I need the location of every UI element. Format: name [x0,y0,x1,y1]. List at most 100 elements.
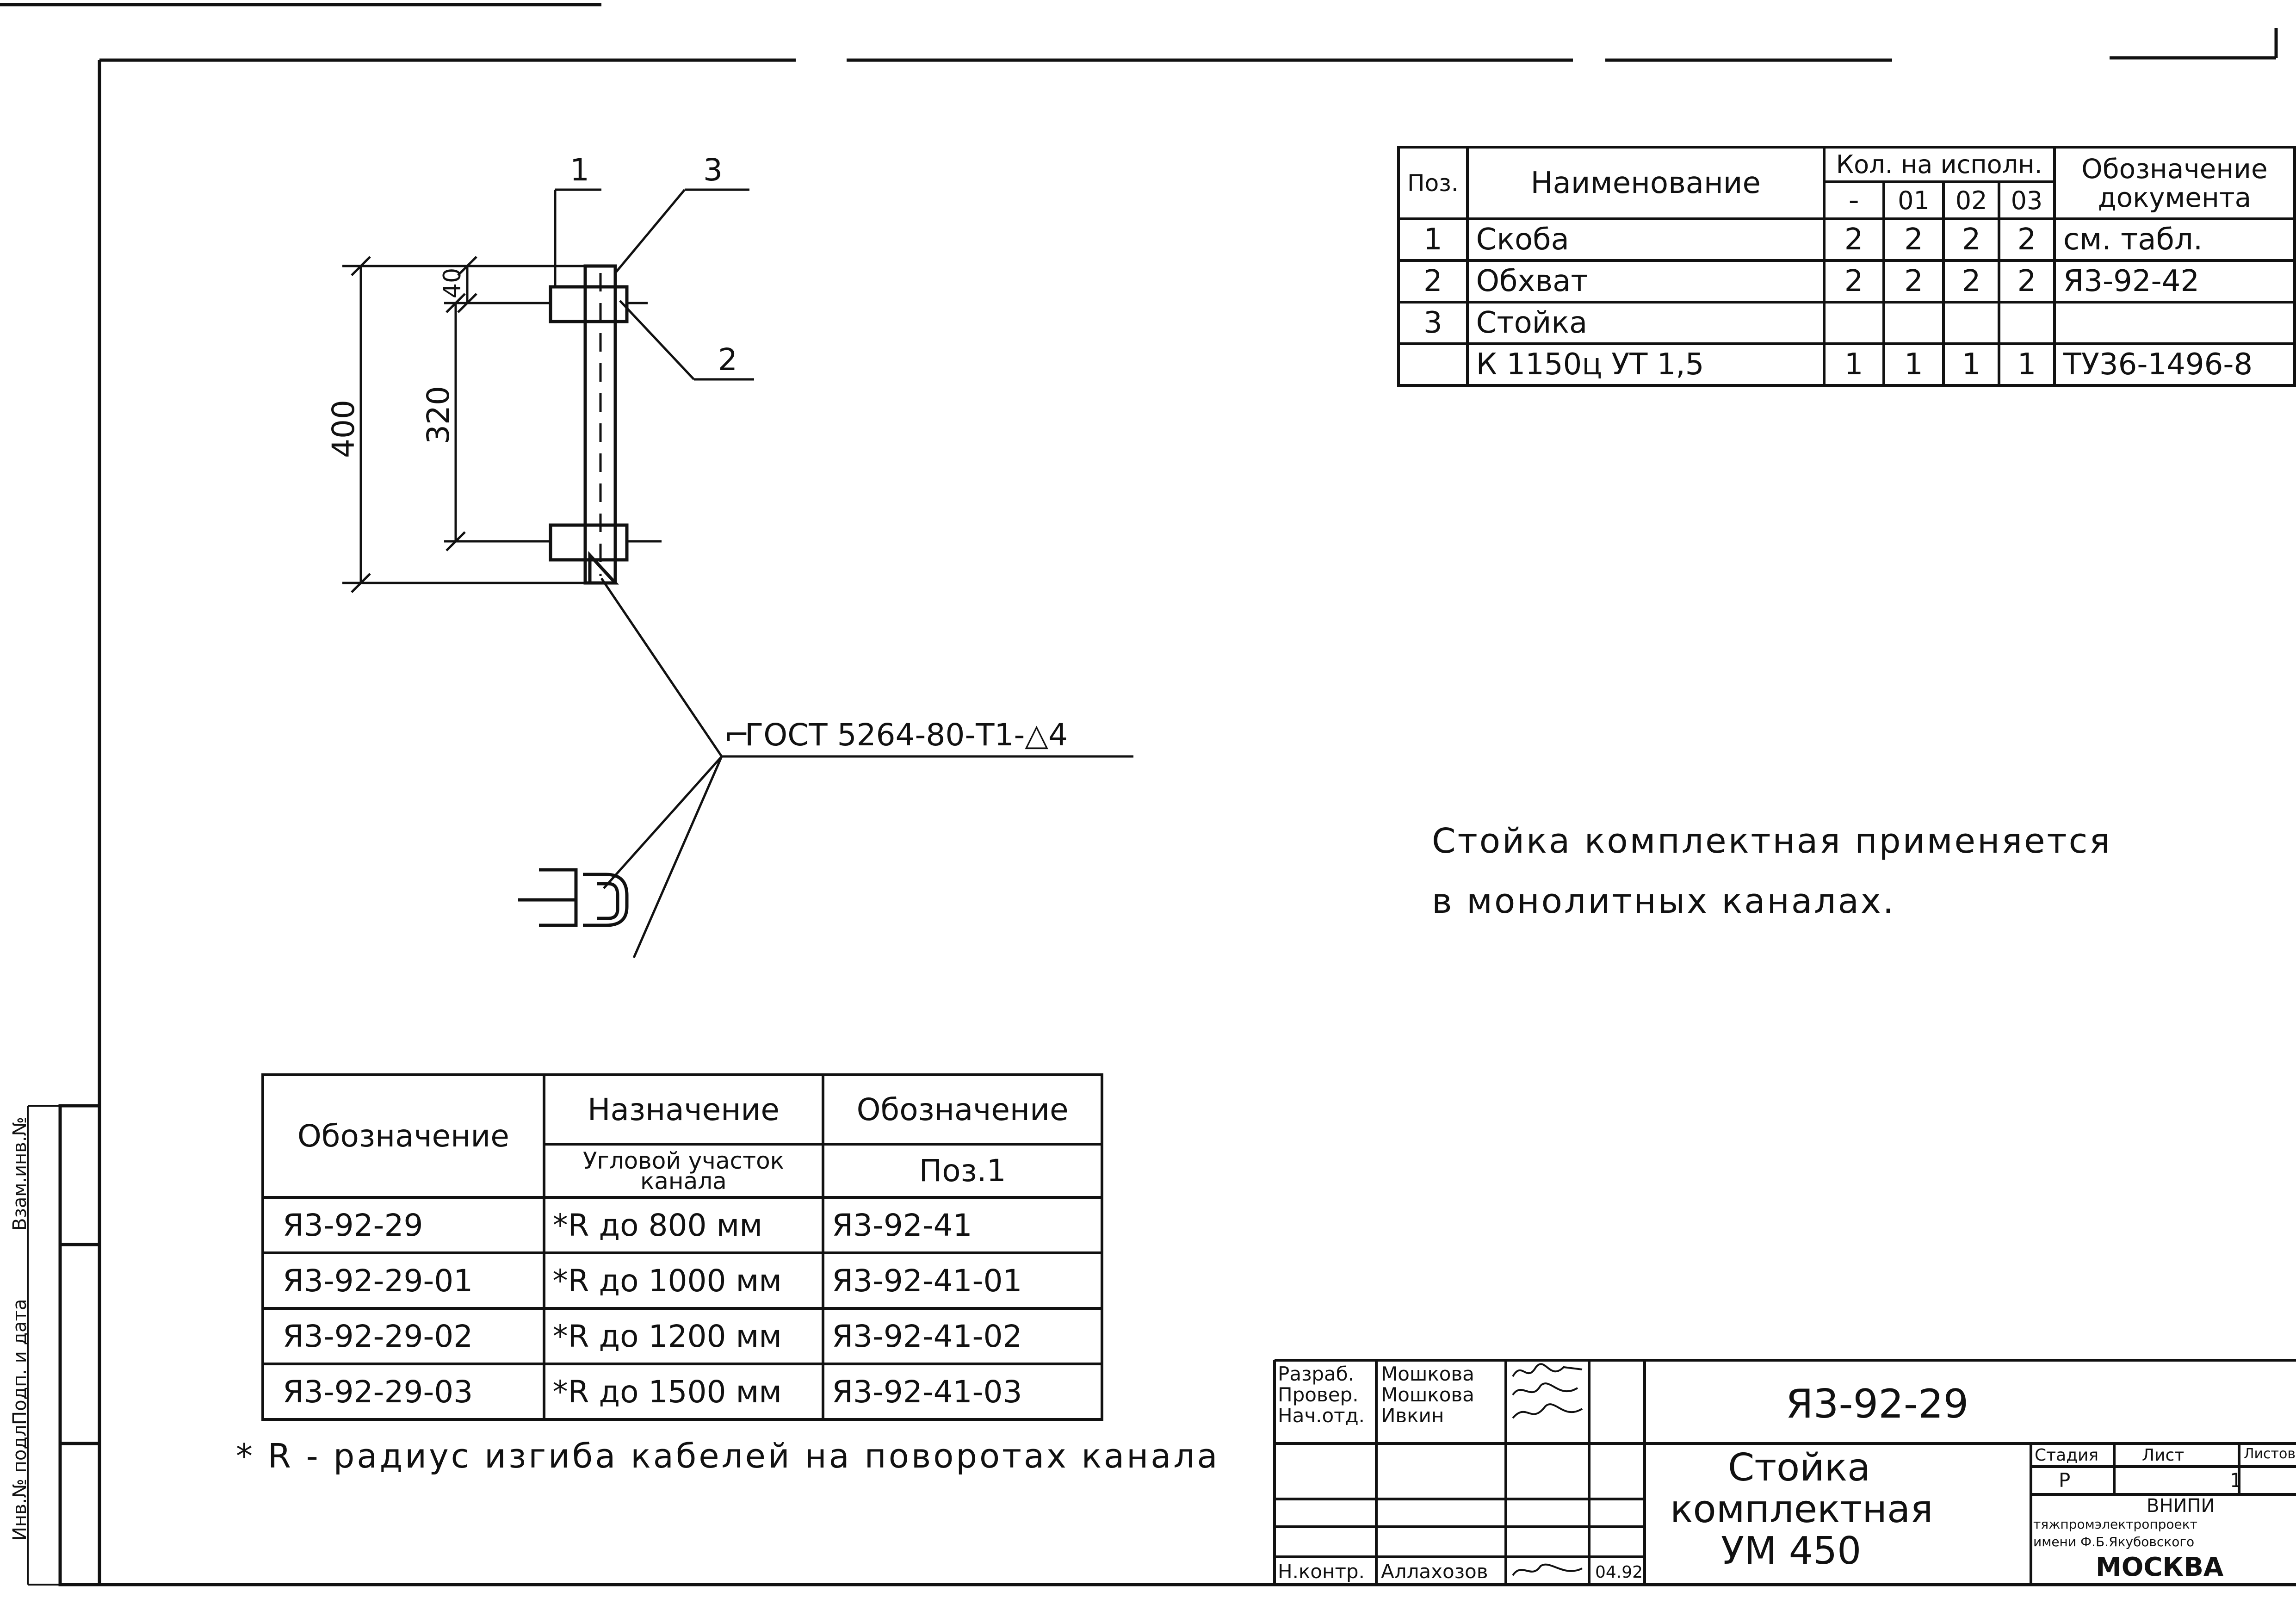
variants-header-purpose: Назначение [542,1073,825,1146]
spec-qty [1882,301,1945,345]
weld-symbol: ⌐ [724,717,750,753]
note-line-2: в монолитных каналах. [1432,881,1896,921]
variant-purpose: *R до 1500 мм [542,1363,825,1421]
org-line-3: имени Ф.Б.Якубовского [2033,1534,2195,1549]
variant-designation: Я3-92-29-03 [261,1363,545,1421]
org-line-2: тяжпромэлектропроект [2033,1517,2197,1532]
variant-designation: Я3-92-29 [261,1196,545,1254]
spec-header-doc: Обозначение документа [2053,146,2296,220]
spec-qty: 1 [1882,342,1945,387]
spec-qty: 1 [1998,342,2056,387]
table-row: Я3-92-29-02 *R до 1200 мм Я3-92-41-02 [261,1307,1103,1365]
callout-3: 3 [703,152,723,188]
spec-qty: 2 [1882,259,1945,304]
spec-name: Скоба [1466,217,1826,262]
sheet-label: Лист [2142,1446,2185,1465]
org-line-1: ВНИПИ [2147,1495,2215,1517]
spec-header-qty: Кол. на исполн. [1822,146,2056,183]
spec-header-variant: - [1822,180,1885,220]
spec-qty [1822,301,1885,345]
variant-pos: Я3-92-41-03 [822,1363,1103,1421]
assembly-drawing: 1 3 2 400 320 40 [326,152,1133,959]
spec-doc: ТУ36-1496-8 [2053,342,2296,387]
variant-pos: Я3-92-41-02 [822,1307,1103,1365]
spec-table: Поз. Наименование Кол. на исполн. Обозна… [1397,146,2296,387]
variants-footnote: * R - радиус изгиба кабелей на поворотах… [236,1437,1220,1475]
spec-qty: 2 [1942,259,2001,304]
table-row: Я3-92-29-01 *R до 1000 мм Я3-92-41-01 [261,1251,1103,1310]
sheet-value: 1 [2230,1469,2242,1492]
variants-header-purpose-sub: Угловой участок канала [542,1143,825,1199]
org-line-4: МОСКВА [2096,1552,2224,1582]
stage-value: Р [2059,1469,2071,1492]
table-row: 1 Скоба 2 2 2 2 см. табл. [1397,217,2296,262]
table-row: Я3-92-29-03 *R до 1500 мм Я3-92-41-03 [261,1363,1103,1421]
title-block-grid [1273,1359,2296,1585]
spec-name: К 1150ц УТ 1,5 [1466,342,1826,387]
spec-header-name: Наименование [1466,146,1826,220]
table-row: Я3-92-29 *R до 800 мм Я3-92-41 [261,1196,1103,1254]
spec-header-variant: 01 [1882,180,1945,220]
spec-qty: 2 [1998,259,2056,304]
side-stamp-replace: Взам.инв.№ [9,1116,31,1231]
callout-2: 2 [718,342,737,378]
spec-pos: 1 [1397,217,1469,262]
role-label: Разраб. [1278,1363,1355,1385]
note-line-1: Стойка комплектная применяется [1432,821,2112,861]
spec-header-variant: 02 [1942,180,2001,220]
dim-400: 400 [326,400,361,458]
spec-doc: см. табл. [2053,217,2296,262]
variant-designation: Я3-92-29-01 [261,1251,545,1310]
spec-qty: 2 [1822,217,1885,262]
spec-qty [1942,301,2001,345]
date: 04.92 [1595,1563,1643,1582]
variants-header-pos-sub: Поз.1 [822,1143,1103,1199]
title-line-2: комплектная [1670,1487,1933,1531]
role-name: Мошкова [1381,1383,1474,1406]
title-line-3: УМ 450 [1721,1529,1862,1573]
spec-header-pos: Поз. [1397,146,1469,220]
spec-qty [1998,301,2056,345]
spec-qty: 2 [1942,217,2001,262]
sheets-label: Листов [2244,1446,2296,1462]
variants-header-designation: Обозначение [261,1073,545,1199]
role-label: Нач.отд. [1278,1404,1365,1427]
spec-header-variant: 03 [1998,180,2056,220]
spec-pos: 2 [1397,259,1469,304]
callout-1: 1 [570,152,589,188]
variant-pos: Я3-92-41 [822,1196,1103,1254]
side-stamp-sign: Подп. и дата [9,1299,31,1425]
role-label: Провер. [1278,1383,1359,1406]
dim-320: 320 [421,386,456,444]
variants-header-pos: Обозначение [822,1073,1103,1146]
table-row: 2 Обхват 2 2 2 2 Я3-92-42 [1397,259,2296,304]
spec-qty: 2 [1822,259,1885,304]
spec-qty: 2 [1998,217,2056,262]
variant-purpose: *R до 1000 мм [542,1251,825,1310]
role-label: Н.контр. [1278,1560,1365,1583]
spec-pos [1397,342,1469,387]
side-stamp-inv: Инв.№ подл. [9,1419,31,1541]
role-name: Ивкин [1381,1404,1444,1427]
variant-purpose: *R до 1200 мм [542,1307,825,1365]
role-name: Аллахозов [1381,1560,1488,1583]
spec-qty: 1 [1822,342,1885,387]
variant-purpose: *R до 800 мм [542,1196,825,1254]
weld-note: ГОСТ 5264-80-Т1-△4 [745,717,1068,753]
spec-pos: 3 [1397,301,1469,345]
stage-label: Стадия [2035,1446,2099,1465]
title-line-1: Стойка [1728,1446,1871,1490]
table-row: 3 Стойка [1397,301,2296,345]
dim-40: 40 [439,268,466,298]
table-row: К 1150ц УТ 1,5 1 1 1 1 ТУ36-1496-8 [1397,342,2296,387]
spec-doc: Я3-92-42 [2053,259,2296,304]
variants-table: Обозначение Назначение Обозначение Углов… [261,1073,1103,1421]
variant-designation: Я3-92-29-02 [261,1307,545,1365]
spec-name: Стойка [1466,301,1826,345]
variant-pos: Я3-92-41-01 [822,1251,1103,1310]
spec-doc [2053,301,2296,345]
spec-qty: 1 [1942,342,2001,387]
spec-qty: 2 [1882,217,1945,262]
role-name: Мошкова [1381,1363,1474,1385]
